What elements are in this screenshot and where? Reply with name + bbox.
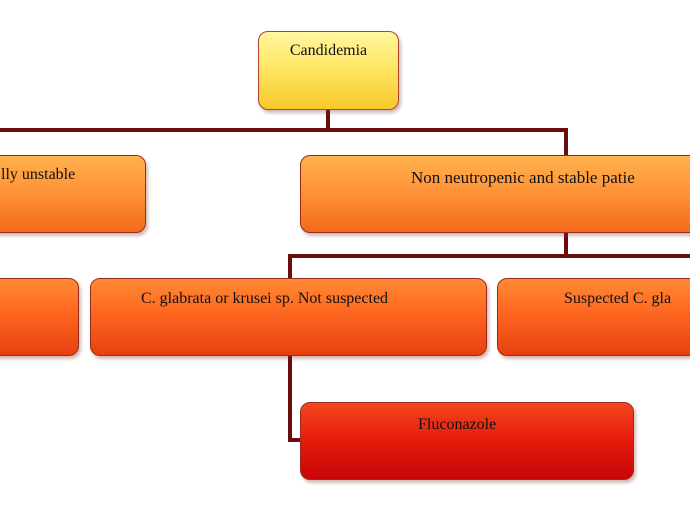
fluconazole-node: Fluconazole: [300, 402, 634, 480]
left-edge-level2-node: [0, 278, 79, 356]
connector-right-to-level2: [288, 230, 690, 280]
glabrata-suspected-node: Suspected C. gla: [497, 278, 690, 356]
stable-patient-label: Non neutropenic and stable patie: [411, 168, 635, 187]
connector-root-to-level1: [0, 108, 568, 157]
stable-patient-node: Non neutropenic and stable patie: [300, 155, 690, 233]
fluconazole-label: Fluconazole: [418, 416, 497, 433]
unstable-patient-node: lly unstable: [0, 155, 146, 233]
candidemia-label: Candidemia: [289, 42, 368, 59]
glabrata-not-suspected-node: C. glabrata or krusei sp. Not suspected: [90, 278, 487, 356]
glabrata-suspected-label: Suspected C. gla: [564, 290, 672, 307]
unstable-patient-label: lly unstable: [1, 166, 76, 183]
candidemia-node: Candidemia: [258, 31, 399, 110]
glabrata-not-suspected-label: C. glabrata or krusei sp. Not suspected: [141, 290, 389, 307]
connector-notsuspected-to-fluconazole: [288, 354, 302, 442]
